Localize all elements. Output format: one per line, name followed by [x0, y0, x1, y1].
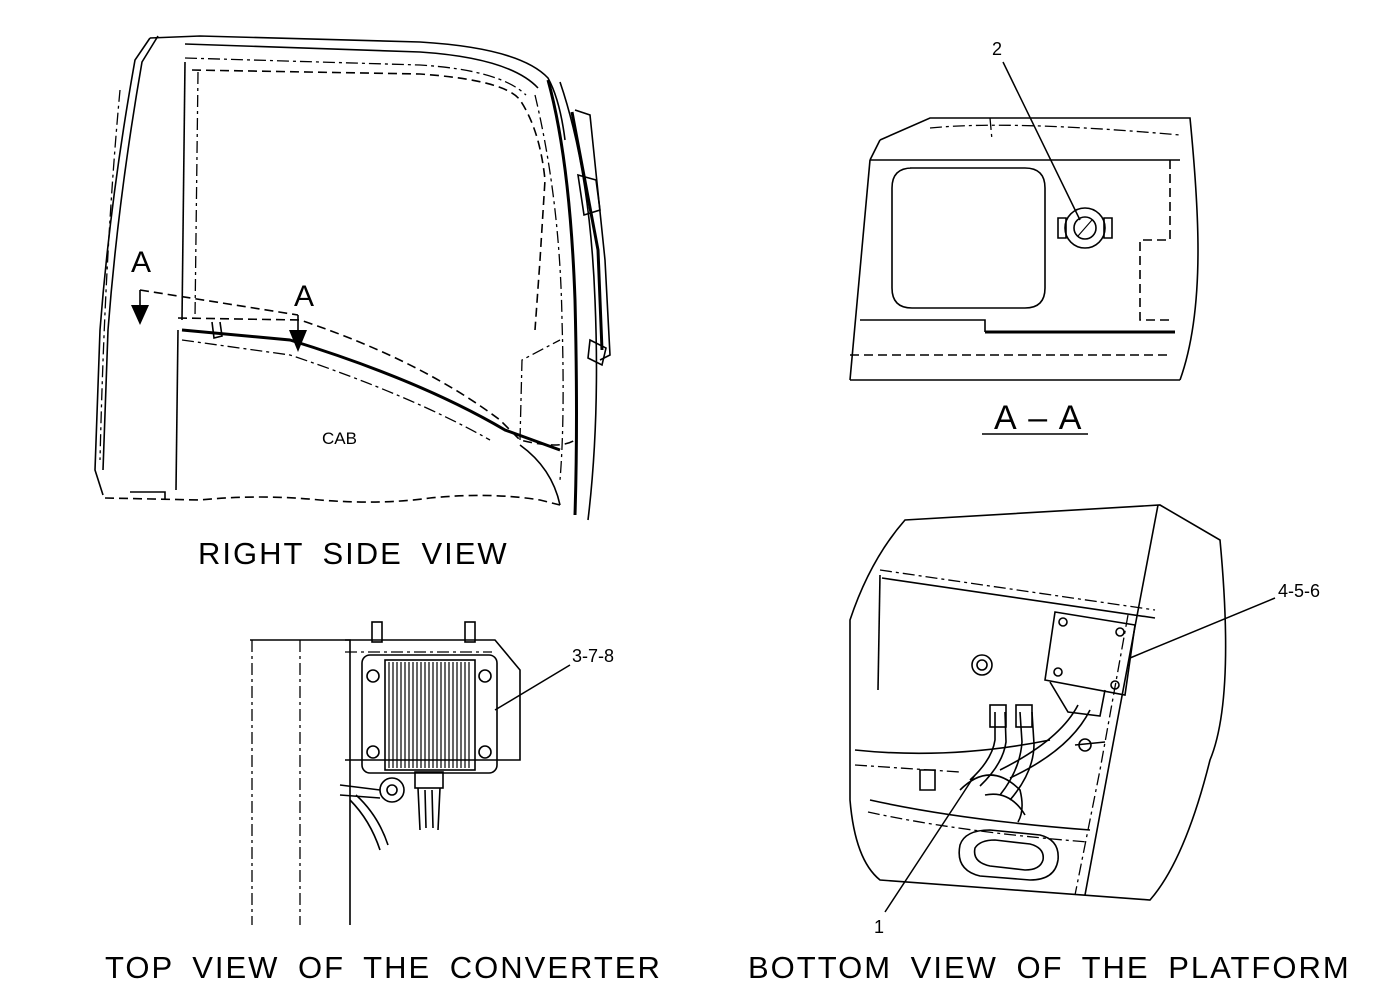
section-marker-right: A: [294, 280, 315, 313]
section-a-a-view: [849, 61, 1199, 435]
callout-4-5-6: 4-5-6: [1278, 581, 1321, 601]
platform-view-caption: BOTTOM VIEW OF THE PLATFORM: [748, 950, 1351, 985]
callout-2: 2: [992, 39, 1003, 59]
right-side-view-caption: RIGHT SIDE VIEW: [198, 536, 509, 571]
cab-label: CAB: [322, 429, 357, 448]
section-marker-left: A: [131, 246, 152, 279]
converter-fins: [388, 662, 470, 768]
callout-1: 1: [874, 917, 885, 937]
platform-bottom-view: [849, 504, 1276, 913]
converter-top-view: [250, 621, 571, 925]
cab-right-side-view: [94, 35, 611, 521]
section-a-a-caption: A – A: [994, 399, 1084, 437]
converter-view-caption: TOP VIEW OF THE CONVERTER: [105, 950, 662, 985]
callout-3-7-8: 3-7-8: [572, 646, 615, 666]
